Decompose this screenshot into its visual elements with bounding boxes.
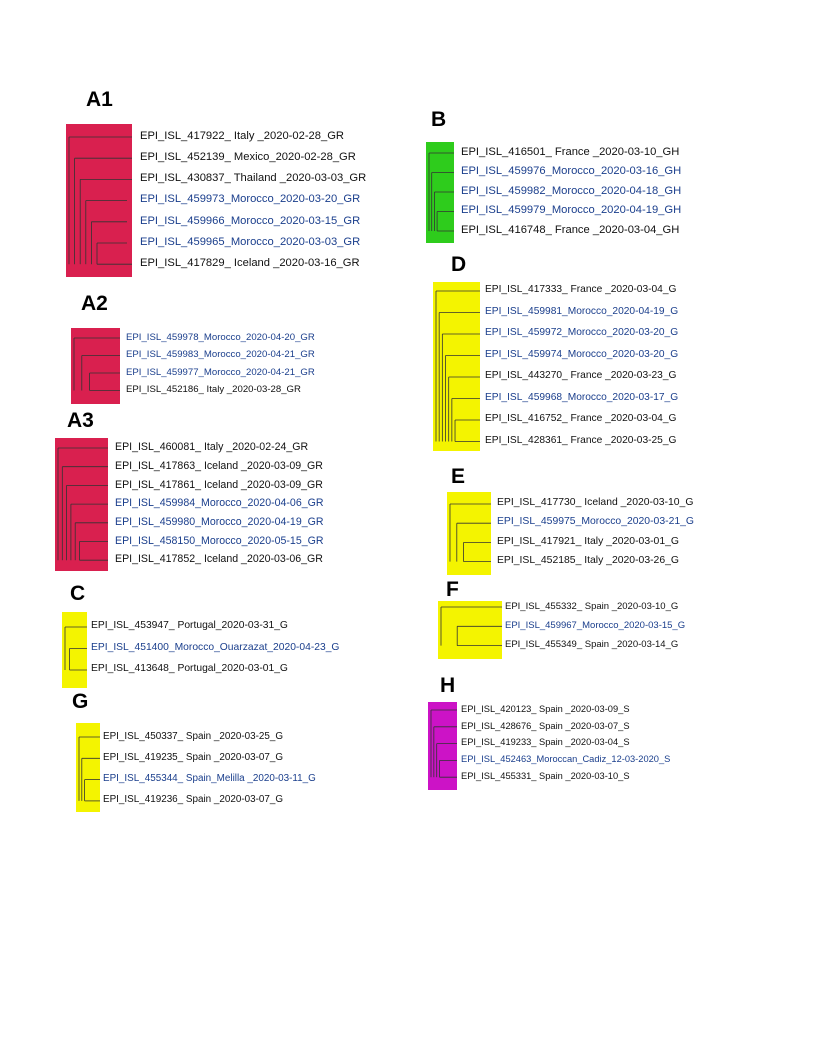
panel-label-f: F — [446, 578, 459, 601]
leaf-label: EPI_ISL_458150_Morocco_2020-05-15_GR — [115, 534, 324, 547]
panel-label-h: H — [440, 674, 456, 697]
leaf-label: EPI_ISL_459981_Morocco_2020-04-19_G — [485, 305, 679, 317]
leaf-label: EPI_ISL_455332_ Spain _2020-03-10_G — [505, 600, 679, 612]
leaf-label: EPI_ISL_417333_ France _2020-03-04_G — [485, 284, 677, 296]
leaf-label: EPI_ISL_459972_Morocco_2020-03-20_G — [485, 327, 679, 339]
leaf-label: EPI_ISL_451400_Morocco_Ouarzazat_2020-04… — [91, 641, 340, 653]
panel-label-e: E — [451, 465, 466, 488]
leaf-label: EPI_ISL_455349_ Spain _2020-03-14_G — [505, 639, 679, 651]
leaf-label: EPI_ISL_459966_Morocco_2020-03-15_GR — [140, 214, 361, 227]
leaf-label: EPI_ISL_417922_ Italy _2020-02-28_GR — [140, 129, 345, 142]
clade-block-h — [428, 702, 457, 790]
panel-label-c: C — [70, 582, 86, 605]
leaf-label: EPI_ISL_452139_ Mexico_2020-02-28_GR — [140, 151, 356, 164]
leaf-label: EPI_ISL_459978_Morocco_2020-04-20_GR — [126, 331, 315, 343]
leaf-label: EPI_ISL_419235_ Spain _2020-03-07_G — [103, 751, 284, 763]
panel-label-b: B — [431, 108, 447, 131]
panel-label-a1: A1 — [86, 88, 113, 111]
leaf-label: EPI_ISL_459973_Morocco_2020-03-20_GR — [140, 193, 361, 206]
leaf-label: EPI_ISL_428676_ Spain _2020-03-07_S — [461, 720, 630, 731]
leaf-label: EPI_ISL_417852_ Iceland _2020-03-06_GR — [115, 553, 323, 566]
leaf-label: EPI_ISL_459977_Morocco_2020-04-21_GR — [126, 366, 315, 378]
leaf-label: EPI_ISL_452463_Moroccan_Cadiz_12-03-2020… — [461, 754, 671, 765]
leaf-label: EPI_ISL_416752_ France _2020-03-04_G — [485, 413, 677, 425]
leaf-label: EPI_ISL_443270_ France _2020-03-23_G — [485, 370, 677, 382]
leaf-label: EPI_ISL_417861_ Iceland _2020-03-09_GR — [115, 478, 323, 491]
clade-block-f — [438, 601, 502, 659]
leaf-label: EPI_ISL_459984_Morocco_2020-04-06_GR — [115, 497, 324, 510]
clade-block-c — [62, 612, 87, 688]
leaf-label: EPI_ISL_459974_Morocco_2020-03-20_G — [485, 348, 679, 360]
leaf-label: EPI_ISL_417730_ Iceland _2020-03-10_G — [497, 497, 694, 509]
leaf-label: EPI_ISL_459979_Morocco_2020-04-19_GH — [461, 204, 682, 217]
leaf-label: EPI_ISL_417863_ Iceland _2020-03-09_GR — [115, 459, 323, 472]
leaf-label: EPI_ISL_450337_ Spain _2020-03-25_G — [103, 730, 284, 742]
leaf-label: EPI_ISL_455344_ Spain_Melilla _2020-03-1… — [103, 773, 316, 785]
clade-block-d — [433, 282, 480, 451]
leaf-label: EPI_ISL_459967_Morocco_2020-03-15_G — [505, 620, 686, 632]
leaf-label: EPI_ISL_430837_ Thailand _2020-03-03_GR — [140, 172, 367, 185]
leaf-label: EPI_ISL_459968_Morocco_2020-03-17_G — [485, 391, 679, 403]
leaf-label: EPI_ISL_419236_ Spain _2020-03-07_G — [103, 794, 284, 806]
leaf-label: EPI_ISL_459976_Morocco_2020-03-16_GH — [461, 165, 682, 178]
leaf-label: EPI_ISL_459983_Morocco_2020-04-21_GR — [126, 349, 315, 361]
clade-block-a2 — [71, 328, 120, 404]
panel-label-a2: A2 — [81, 292, 108, 315]
clade-block-b — [426, 142, 454, 243]
leaf-label: EPI_ISL_417921_ Italy _2020-03-01_G — [497, 535, 679, 547]
leaf-label: EPI_ISL_417829_ Iceland _2020-03-16_GR — [140, 257, 360, 270]
leaf-label: EPI_ISL_459980_Morocco_2020-04-19_GR — [115, 515, 324, 528]
leaf-label: EPI_ISL_452185_ Italy _2020-03-26_G — [497, 554, 679, 566]
leaf-label: EPI_ISL_460081_ Italy _2020-02-24_GR — [115, 441, 309, 454]
leaf-label: EPI_ISL_416748_ France _2020-03-04_GH — [461, 223, 680, 236]
leaf-label: EPI_ISL_428361_ France _2020-03-25_G — [485, 434, 677, 446]
leaf-label: EPI_ISL_452186_ Italy _2020-03-28_GR — [126, 384, 301, 396]
leaf-label: EPI_ISL_459975_Morocco_2020-03-21_G — [497, 516, 694, 528]
leaf-label: EPI_ISL_420123_ Spain _2020-03-09_S — [461, 703, 630, 714]
leaf-label: EPI_ISL_459965_Morocco_2020-03-03_GR — [140, 235, 361, 248]
clade-block-g — [76, 723, 100, 812]
leaf-label: EPI_ISL_419233_ Spain _2020-03-04_S — [461, 737, 630, 748]
panel-label-g: G — [72, 690, 89, 713]
panel-label-d: D — [451, 253, 467, 276]
leaf-label: EPI_ISL_413648_ Portugal_2020-03-01_G — [91, 663, 288, 675]
leaf-label: EPI_ISL_459982_Morocco_2020-04-18_GH — [461, 184, 682, 197]
clade-block-e — [447, 492, 491, 575]
panel-label-a3: A3 — [67, 409, 94, 432]
leaf-label: EPI_ISL_455331_ Spain _2020-03-10_S — [461, 771, 630, 782]
leaf-label: EPI_ISL_453947_ Portugal_2020-03-31_G — [91, 620, 288, 632]
leaf-label: EPI_ISL_416501_ France _2020-03-10_GH — [461, 145, 680, 158]
